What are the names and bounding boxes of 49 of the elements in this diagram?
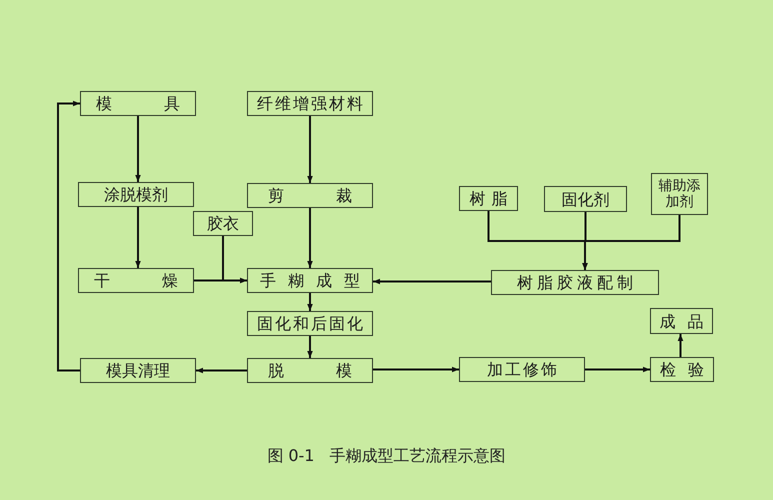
process-box: [78, 182, 194, 207]
arrow: [307, 208, 313, 268]
step-label: 固化和后固化: [257, 314, 365, 333]
step-label: 模具: [96, 94, 232, 113]
step-label: 胶衣: [207, 214, 239, 233]
step-label: 固化剂: [562, 190, 610, 208]
arrow: [57, 100, 80, 372]
arrow: [135, 116, 141, 182]
process-box: [247, 311, 373, 336]
process-box: [247, 268, 373, 293]
arrow: [678, 334, 684, 357]
arrow: [307, 116, 313, 183]
process-box: [651, 173, 708, 215]
arrow: [307, 293, 313, 311]
step-label: 剪裁: [268, 186, 404, 205]
step-label: 涂脱模剂: [104, 185, 168, 204]
arrow: [194, 278, 247, 284]
arrow: [585, 366, 650, 372]
step-label: 成品: [660, 312, 716, 330]
process-box: [247, 183, 373, 208]
process-box: [650, 308, 713, 334]
process-box: [247, 358, 373, 383]
step-label: 树脂: [470, 189, 514, 208]
process-box: [650, 357, 714, 382]
step-label: 脱模: [268, 361, 404, 380]
step-label: 辅助添加剂: [658, 178, 702, 210]
process-box: [80, 91, 196, 116]
figure-caption: 图 0-1 手糊成型工艺流程示意图: [267, 446, 506, 465]
arrow: [135, 207, 141, 268]
process-box: [193, 211, 253, 236]
arrow: [582, 215, 680, 270]
step-label: 模具清理: [106, 361, 170, 380]
process-box: [459, 357, 585, 382]
arrow: [307, 336, 313, 358]
step-label: 检验: [660, 360, 716, 379]
process-box: [544, 186, 627, 212]
step-label: 干燥: [94, 271, 230, 290]
step-label: 手糊成型: [260, 271, 372, 290]
process-box: [247, 91, 373, 116]
process-box: [459, 186, 518, 211]
step-label: 纤维增强材料: [257, 94, 365, 113]
arrow: [196, 368, 247, 374]
process-box: [78, 268, 194, 293]
step-label: 树脂胶液配制: [517, 273, 637, 292]
process-box: [80, 358, 196, 383]
arrow: [373, 366, 459, 372]
arrow: [373, 278, 491, 284]
process-box: [491, 270, 659, 295]
step-label: 加工修饰: [487, 360, 559, 379]
